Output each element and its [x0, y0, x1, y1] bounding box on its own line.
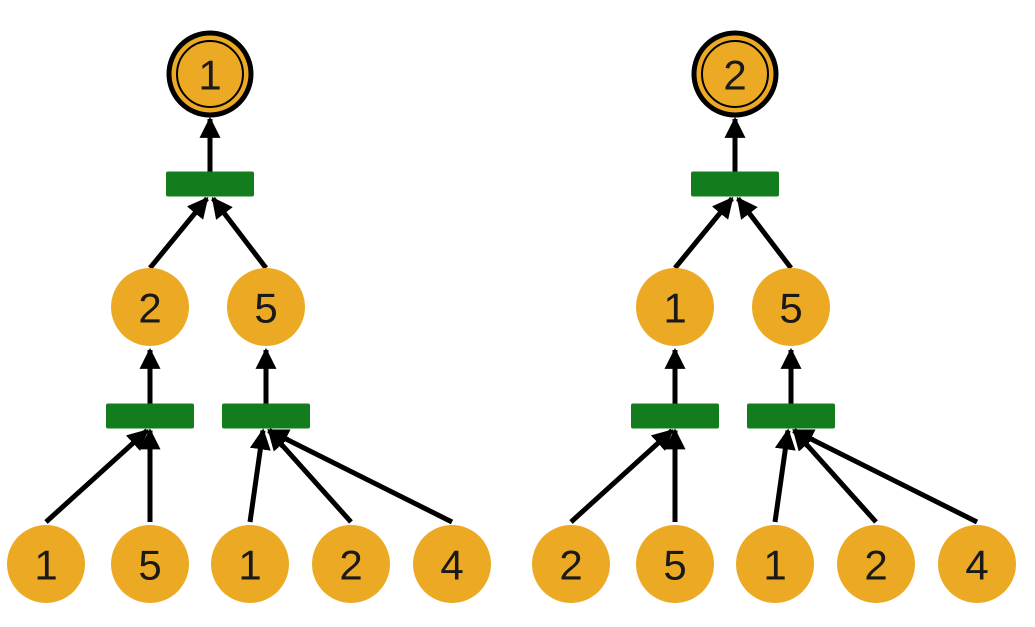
tree-2-root-label: 2: [723, 52, 746, 99]
tree-1-child-1-leaf-2: 5: [111, 525, 189, 603]
tree-2-child-2-leaf-1: 1: [736, 525, 814, 603]
tree-1-root: 1: [166, 30, 254, 118]
tree-1-child-2-leaf-1-arrow: [247, 428, 271, 523]
tree-1-child-2-leaf-2-arrow: [267, 428, 353, 524]
tree-1-child-1-leaf-2-label: 5: [138, 542, 161, 589]
tree-1-child-2-leaf-3-circle: [413, 525, 491, 603]
tree-2-child-2-leaf-1-arrow: [772, 428, 796, 523]
tree-2-root-inner-ring: [701, 40, 769, 108]
tree-1-child-2-leaf-3: 4: [413, 525, 491, 603]
tree-2-child-2-leaf-1-label: 1: [763, 542, 786, 589]
tree-2-root: 2: [691, 30, 779, 118]
edges-layer: [44, 116, 979, 525]
tree-2-child-1-leaf-1-label: 2: [559, 542, 582, 589]
tree-2-child-1-junction: [631, 403, 719, 429]
tree-1-root-outer-ring: [166, 30, 254, 118]
tree-2-child-1-leaf-2: 5: [636, 525, 714, 603]
tree-2-child-2-leaf-1-circle: [736, 525, 814, 603]
tree-2-child-2-leaf-3-label: 4: [965, 542, 988, 589]
tree-1-child-1: 2: [111, 268, 189, 346]
tree-2-child-2-leaf-2-label: 2: [864, 542, 887, 589]
tree-2-child-1: 1: [636, 268, 714, 346]
tree-2-root-outer-ring: [691, 30, 779, 118]
tree-2-child-1-leaf-1-arrow: [569, 428, 674, 524]
tree-1-child-2-leaf-1-label: 1: [238, 542, 261, 589]
tree-2-child-2-leaf-3-arrow: [792, 428, 979, 525]
tree-1-child-2-leaf-3-label: 4: [440, 542, 463, 589]
tree-1-child-2-leaf-3-arrow: [267, 428, 454, 525]
tree-2-child-2-leaf-2: 2: [837, 525, 915, 603]
tree-1-child-1-arrow: [148, 196, 209, 270]
tree-2-top-junction: [691, 171, 779, 197]
tree-2-child-1-arrow: [673, 196, 734, 270]
tree-2-child-1-leaf-1-circle: [532, 525, 610, 603]
tree-1-child-1-leaf-1-label: 1: [34, 542, 57, 589]
tree-2-child-2-circle: [752, 268, 830, 346]
tree-2-child-2-leaf-2-arrow: [792, 428, 878, 524]
tree-1-child-1-label: 2: [138, 285, 161, 332]
tree-1-child-2-circle: [227, 268, 305, 346]
tree-1-root-label: 1: [198, 52, 221, 99]
tree-2-child-1-circle: [636, 268, 714, 346]
tree-2-child-1-leaf-1: 2: [532, 525, 610, 603]
tree-2-child-1-leaf-2-label: 5: [663, 542, 686, 589]
tree-1-child-1-leaf-1-circle: [7, 525, 85, 603]
tree-1-child-2-leaf-1: 1: [211, 525, 289, 603]
tree-2-child-1-label: 1: [663, 285, 686, 332]
tree-2-child-2-leaf-3-circle: [938, 525, 1016, 603]
tree-2-child-2: 5: [752, 268, 830, 346]
tree-2-child-2-leaf-2-circle: [837, 525, 915, 603]
tree-2-child-2-arrow: [736, 196, 793, 270]
tree-1-child-2-arrow: [211, 196, 268, 270]
tree-1-child-2: 5: [227, 268, 305, 346]
tree-1-child-2-junction: [222, 403, 310, 429]
tree-1-child-1-circle: [111, 268, 189, 346]
tree-1-root-inner-ring: [176, 40, 244, 108]
tree-1-child-2-leaf-2: 2: [312, 525, 390, 603]
nodes-layer: 2 1 5 5 1 2 4 1 1 2 5 5 1 2 4 2: [7, 30, 1016, 603]
tree-2-child-2-junction: [747, 403, 835, 429]
tree-1-top-junction: [166, 171, 254, 197]
tree-1-child-2-leaf-1-circle: [211, 525, 289, 603]
tree-2-child-1-leaf-2-circle: [636, 525, 714, 603]
junctions-layer: [106, 171, 835, 429]
tree-2-child-2-leaf-3: 4: [938, 525, 1016, 603]
tree-1-child-1-leaf-1-arrow: [44, 428, 149, 524]
tree-1-child-2-leaf-2-circle: [312, 525, 390, 603]
tree-1-child-1-junction: [106, 403, 194, 429]
tree-1-child-2-leaf-2-label: 2: [339, 542, 362, 589]
tree-1-child-2-label: 5: [254, 285, 277, 332]
tree-2-child-2-label: 5: [779, 285, 802, 332]
tree-1-child-1-leaf-1: 1: [7, 525, 85, 603]
tree-1-child-1-leaf-2-circle: [111, 525, 189, 603]
